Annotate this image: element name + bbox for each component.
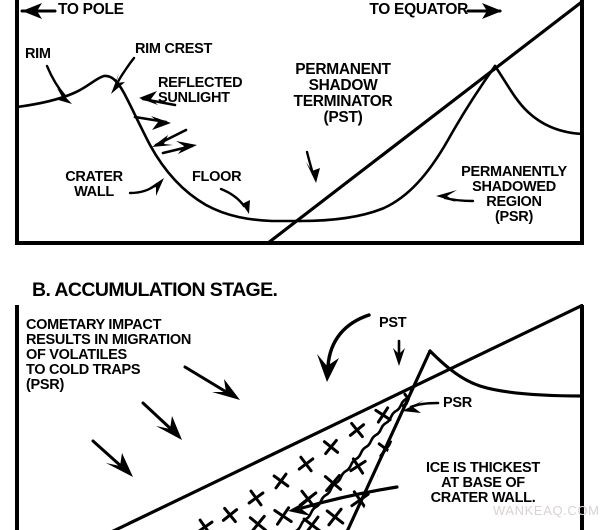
label-psr-panel-b: PSR [443,395,472,411]
label-ice-is-thickest: ICE IS THICKEST AT BASE OF CRATER WALL. [426,460,540,507]
label-floor: FLOOR [192,169,242,185]
panel-a-arrows [20,3,502,214]
panel-b-arrows [91,313,440,516]
ice-deposit-layer [295,384,417,530]
ice-crystal-marks [196,392,424,530]
panel-a-frame [15,0,584,245]
label-rim-crest: RIM CREST [135,41,213,57]
label-rim: RIM [25,46,51,62]
label-to-equator: TO EQUATOR [369,1,468,18]
label-cometary-impact: COMETARY IMPACT RESULTS IN MIGRATION OF … [26,317,192,394]
pst-line-panel-a [266,0,583,245]
panel-a-terrain [16,64,583,223]
label-reflected-sunlight: REFLECTED SUNLIGHT [158,75,243,107]
label-permanent-shadow-terminator: PERMANENT SHADOW TERMINATOR (PST) [293,61,393,127]
panel-b-title: B. ACCUMULATION STAGE. [32,279,278,301]
label-crater-wall: CRATER WALL [65,169,123,201]
label-permanently-shadowed-region: PERMANENTLY SHADOWED REGION (PSR) [461,164,567,226]
label-pst-panel-b: PST [379,315,407,331]
panel-b-terrain [111,304,583,530]
panel-b-frame [15,305,584,530]
site-watermark: WANKEAQ.COM [493,503,600,518]
label-to-pole: TO POLE [58,1,124,18]
